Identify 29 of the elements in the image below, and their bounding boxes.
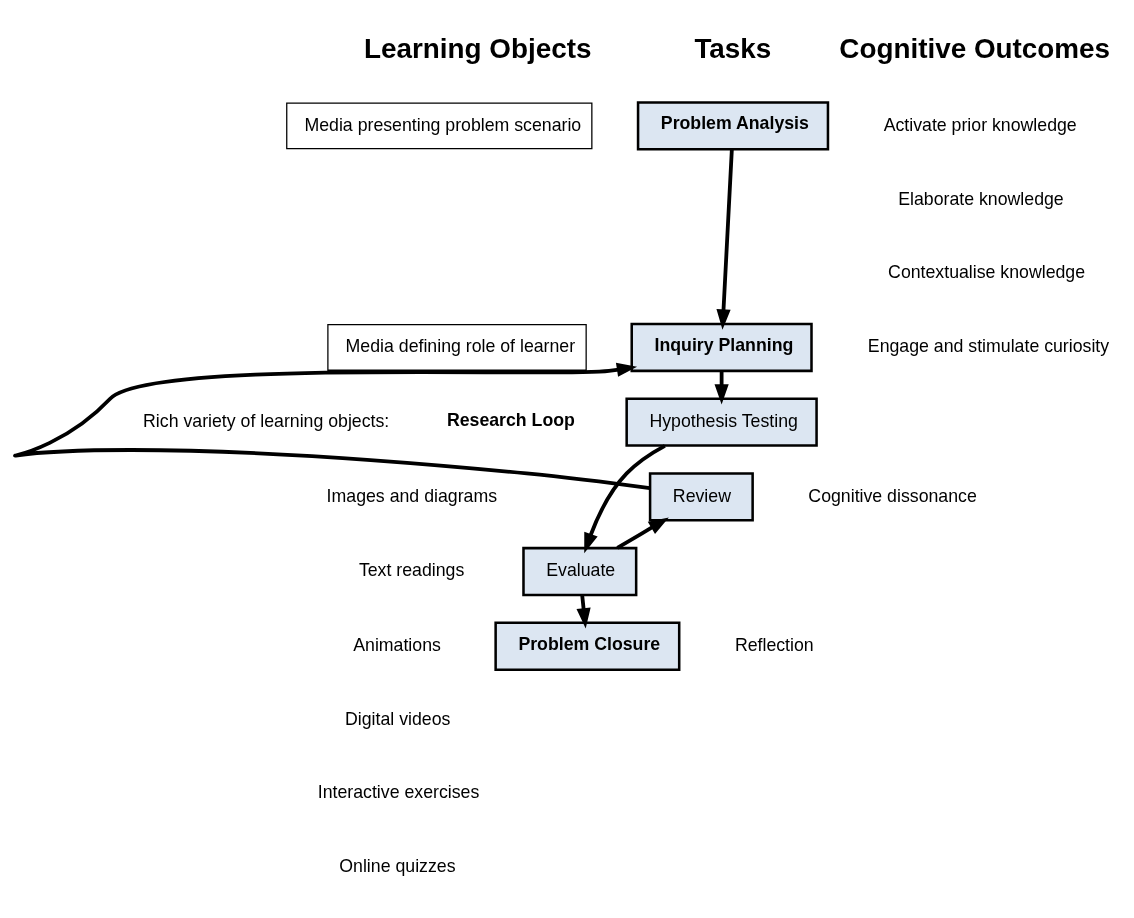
arrow <box>14 362 651 490</box>
node-box: Media defining role of learner <box>327 323 587 371</box>
label: Elaborate knowledge <box>898 188 1064 209</box>
label: Cognitive dissonance <box>808 485 977 506</box>
label: Contextualise knowledge <box>888 261 1086 282</box>
arrow <box>716 148 734 330</box>
label: Tasks <box>694 32 772 64</box>
label: Learning Objects <box>363 32 592 64</box>
node-box: Review <box>648 471 754 522</box>
node-box: Hypothesis Testing <box>625 396 818 447</box>
label: Online quizzes <box>339 855 456 876</box>
label: Research Loop <box>446 409 575 430</box>
label: Activate prior knowledge <box>883 114 1077 135</box>
label: Digital videos <box>344 708 451 729</box>
label: Rich variety of learning objects: <box>143 410 390 431</box>
node-box: Problem Closure <box>494 621 681 671</box>
label: Reflection <box>734 634 814 655</box>
node-box: Problem Analysis <box>636 100 830 151</box>
label: Images and diagrams <box>326 485 498 506</box>
label: Cognitive Outcomes <box>839 32 1111 64</box>
arrow <box>616 516 669 550</box>
label: Text readings <box>358 559 465 580</box>
label: Animations <box>353 634 441 655</box>
node-box: Inquiry Planning <box>630 322 813 372</box>
label: Interactive exercises <box>317 781 480 802</box>
arrow <box>714 370 729 404</box>
node-box: Media presenting problem scenario <box>286 102 593 149</box>
node-box: Evaluate <box>522 546 638 596</box>
label: Engage and stimulate curiosity <box>867 335 1110 356</box>
